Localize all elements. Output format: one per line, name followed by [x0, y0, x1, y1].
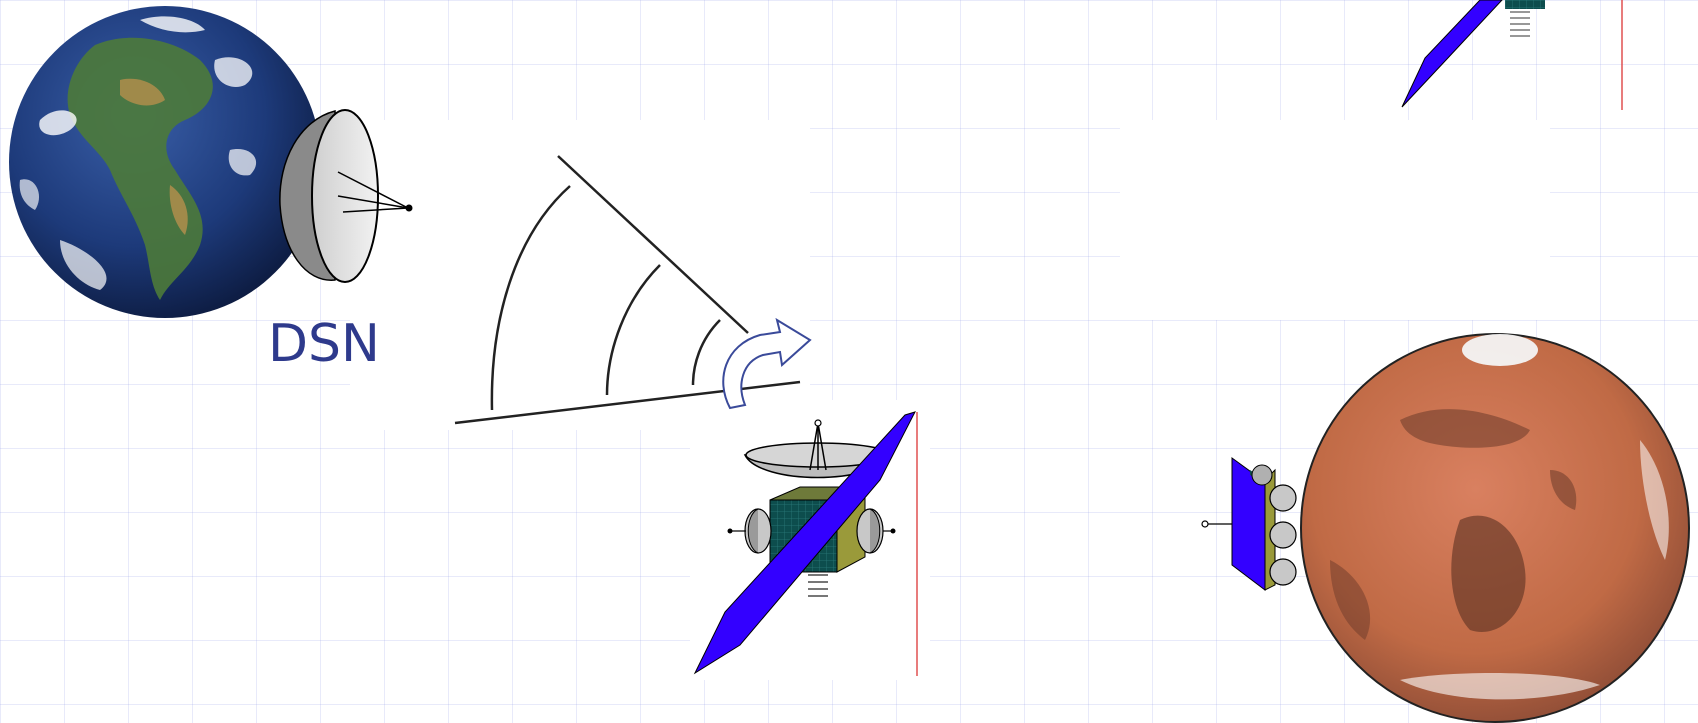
spacecraft-icon	[1201, 457, 1297, 592]
spacecraft-icon	[1401, 0, 1623, 110]
dsn-label: DSN	[268, 314, 380, 374]
backdrop-patch	[1120, 120, 1550, 320]
rotate-arrow-icon	[722, 317, 812, 410]
dish-antenna-icon	[279, 109, 413, 283]
planet-mars-icon	[1300, 333, 1690, 723]
radio-wave-icon	[454, 155, 801, 425]
spacecraft-icon	[693, 411, 918, 676]
planet-earth-icon	[9, 6, 321, 318]
